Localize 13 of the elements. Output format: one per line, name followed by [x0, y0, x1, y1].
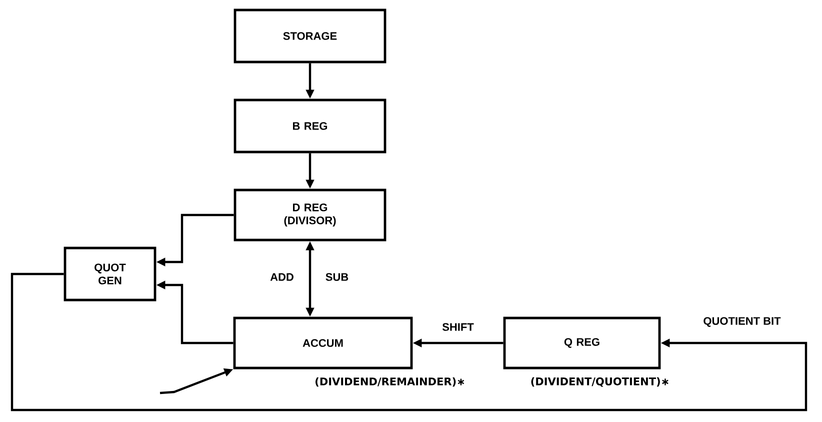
- edge-label: QUOTIENT BIT: [702, 316, 782, 328]
- edge-label: ADD: [269, 272, 295, 282]
- register-box: ACCUM: [233, 316, 413, 370]
- arrow: [10, 272, 808, 412]
- operation-label: SUB: [324, 272, 350, 282]
- edge-label: SHIFT: [441, 322, 475, 332]
- register-box: QUOT GEN: [64, 246, 156, 302]
- register-box: Q REG: [503, 316, 661, 370]
- register-box: B REG: [234, 98, 386, 154]
- register-caption: (DIVIDEND/REMAINDER)∗: [316, 377, 464, 387]
- register-box: STORAGE: [234, 8, 386, 64]
- register-box: D REG (DIVISOR): [234, 188, 386, 242]
- register-caption: (DIVIDENT/QUOTIENT)∗: [531, 377, 668, 387]
